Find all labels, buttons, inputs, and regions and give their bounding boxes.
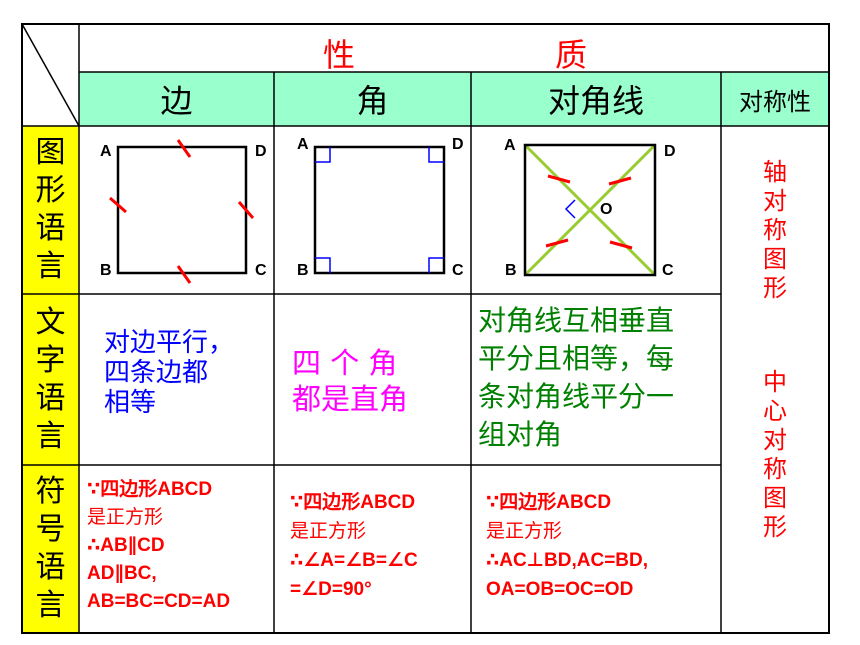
fig3-label-a: A xyxy=(504,137,516,154)
symbol-diagonal-line: ∴AC⊥BD,AC=BD, xyxy=(486,550,649,571)
symbol-angle-line: =∠D=90° xyxy=(290,579,372,600)
row-header-graphic-text: 图形语言 xyxy=(35,135,66,284)
column-header-side: 边 xyxy=(160,82,193,120)
fig1-label-a: A xyxy=(100,143,112,160)
symmetry-central-char: 对 xyxy=(763,426,787,454)
text-diagonal-line: 组对角 xyxy=(478,418,563,451)
fig2-label-b: B xyxy=(297,262,309,279)
symmetry-central-char: 中 xyxy=(763,368,787,396)
symbol-angle-line: ∴∠A=∠B=∠C xyxy=(290,550,418,571)
symbol-side-line: AB=BC=CD=AD xyxy=(87,591,231,612)
row-header-text: 文字语言 xyxy=(22,294,79,465)
symbol-side-line: AD∥BC, xyxy=(87,563,157,584)
row-header-text-text: 文字语言 xyxy=(35,304,66,454)
symmetry-axial-char: 形 xyxy=(763,274,787,302)
text-diagonal-line: 对角线互相垂直 xyxy=(478,304,675,337)
square-sides-figure xyxy=(109,139,255,284)
symbol-side: ∵四边形ABCD 是正方形 ∴AB∥CD AD∥BC, AB=BC=CD=AD xyxy=(87,476,272,616)
symbol-side-line: ∴AB∥CD xyxy=(87,535,165,556)
property-char-1: 性 xyxy=(323,36,356,74)
text-side-line: 四条边都 xyxy=(104,358,209,388)
text-diagonal-line: 平分且相等，每 xyxy=(478,342,675,375)
fig3-label-c: C xyxy=(662,262,674,279)
symbol-angle: ∵四边形ABCD 是正方形 ∴∠A=∠B=∠C =∠D=90° xyxy=(290,488,470,604)
text-side: 对边平行， 四条边都 相等 xyxy=(104,328,269,418)
fig2-label-c: C xyxy=(452,262,464,279)
text-side-line: 对边平行， xyxy=(104,328,235,358)
symbol-angle-line: 是正方形 xyxy=(290,521,367,542)
symmetry-axial-char: 图 xyxy=(763,245,787,273)
symmetry-central-char: 心 xyxy=(763,397,787,425)
symbol-diagonal-line: ∵四边形ABCD xyxy=(486,492,612,513)
fig1-label-d: D xyxy=(255,143,267,160)
side-column-bg xyxy=(22,126,79,633)
text-diagonal: 对角线互相垂直 平分且相等，每 条对角线平分一 组对角 xyxy=(478,302,720,454)
text-side-line: 相等 xyxy=(104,388,157,418)
row-header-symbol-text: 符号语言 xyxy=(35,474,66,623)
symbol-angle-line: ∵四边形ABCD xyxy=(290,492,416,513)
symmetry-central: 中 心 对 称 图 形 xyxy=(721,368,829,542)
fig1-label-b: B xyxy=(100,262,112,279)
symbol-diagonal: ∵四边形ABCD 是正方形 ∴AC⊥BD,AC=BD, OA=OB=OC=OD xyxy=(486,488,718,604)
fig3-label-b: B xyxy=(505,262,517,279)
symmetry-central-char: 图 xyxy=(763,484,787,512)
fig3-label-d: D xyxy=(664,143,676,160)
symbol-diagonal-line: OA=OB=OC=OD xyxy=(486,579,634,600)
fig3-label-o: O xyxy=(600,201,613,218)
text-angle-line: 都是直角 xyxy=(292,382,409,416)
column-header-diagonal: 对角线 xyxy=(547,82,644,120)
fig2-label-a: A xyxy=(297,136,309,153)
symmetry-central-char: 称 xyxy=(763,455,787,483)
property-header: 性 质 xyxy=(79,24,829,74)
corner-diagonal xyxy=(21,23,80,127)
square-angles-figure xyxy=(313,145,446,275)
symbol-side-line: ∵四边形ABCD xyxy=(87,479,213,500)
symmetry-axial-char: 称 xyxy=(763,216,787,244)
property-char-2: 质 xyxy=(555,36,588,74)
symmetry-axial: 轴 对 称 图 形 xyxy=(721,158,829,303)
symmetry-axial-char: 轴 xyxy=(763,158,787,186)
column-header-angle: 角 xyxy=(356,82,389,120)
symbol-diagonal-line: 是正方形 xyxy=(486,521,563,542)
text-diagonal-line: 条对角线平分一 xyxy=(478,380,675,413)
row-header-graphic: 图形语言 xyxy=(22,126,79,294)
symbol-side-line: 是正方形 xyxy=(87,507,164,528)
column-header-symmetry: 对称性 xyxy=(739,87,811,116)
symmetry-axial-char: 对 xyxy=(763,187,787,215)
header-row-bg xyxy=(79,72,829,126)
fig2-label-d: D xyxy=(452,136,464,153)
text-angle-line: 四 个 角 xyxy=(292,346,398,380)
text-angle: 四 个 角 都是直角 xyxy=(292,345,467,417)
fig1-label-c: C xyxy=(255,262,267,279)
square-diagonals-figure xyxy=(523,143,657,277)
symmetry-central-char: 形 xyxy=(763,513,787,541)
row-header-symbol: 符号语言 xyxy=(22,465,79,633)
